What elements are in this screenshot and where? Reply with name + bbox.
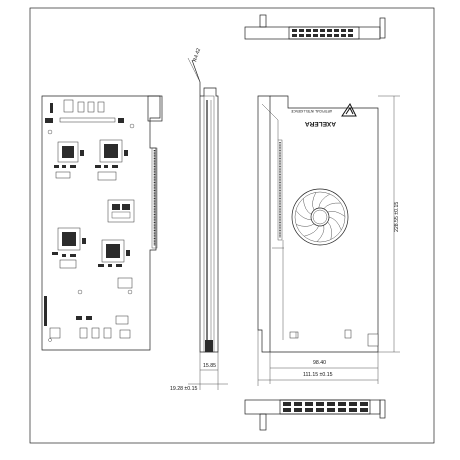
top-view-connectors <box>292 29 353 37</box>
chip-cluster-4 <box>98 239 133 289</box>
bottom-view <box>244 399 386 431</box>
brand-logo-text: AXELERA <box>305 120 336 127</box>
chip-cluster-2 <box>95 139 128 181</box>
fan-blade <box>312 192 317 211</box>
drawing-frame <box>29 7 435 444</box>
fan-blade <box>303 198 312 215</box>
top-view <box>244 14 386 40</box>
fan <box>291 188 349 246</box>
bracket-angle-label: R4.42 <box>192 47 202 62</box>
card-height-dimension: 228.55 ±0.15 <box>394 202 400 232</box>
fan-blade <box>296 223 315 227</box>
overall-length-dimension: 111.15 ±0.15 <box>303 372 333 378</box>
front-view: AXELERA ARTIFICIAL INTELLIGENCE 228.55 ±… <box>257 95 400 386</box>
brand-logo: AXELERA ARTIFICIAL INTELLIGENCE <box>291 103 357 127</box>
brand-tagline: ARTIFICIAL INTELLIGENCE <box>291 109 332 113</box>
card-width-dimension: 15.85 <box>203 363 216 369</box>
bottom-view-connectors <box>283 402 368 412</box>
fan-blade <box>323 202 341 209</box>
bracket-thickness-dimension: 19.28 ±0.15 <box>170 386 197 392</box>
back-view-pcb <box>41 95 163 351</box>
side-view: R4.42 15.85 19.28 ±0.15 <box>170 47 228 392</box>
fan-blade <box>295 210 312 220</box>
fan-blade <box>303 225 319 237</box>
fan-blade <box>327 221 332 240</box>
chip-cluster-1 <box>54 141 84 179</box>
chip-cluster-3 <box>52 227 86 269</box>
fan-blade <box>327 211 346 217</box>
fan-blade <box>316 225 325 242</box>
fan-blade <box>318 193 331 209</box>
fan-blade <box>328 216 342 231</box>
pcie-edge-connector <box>151 147 158 249</box>
pcb-length-dimension: 98.40 <box>313 360 326 366</box>
